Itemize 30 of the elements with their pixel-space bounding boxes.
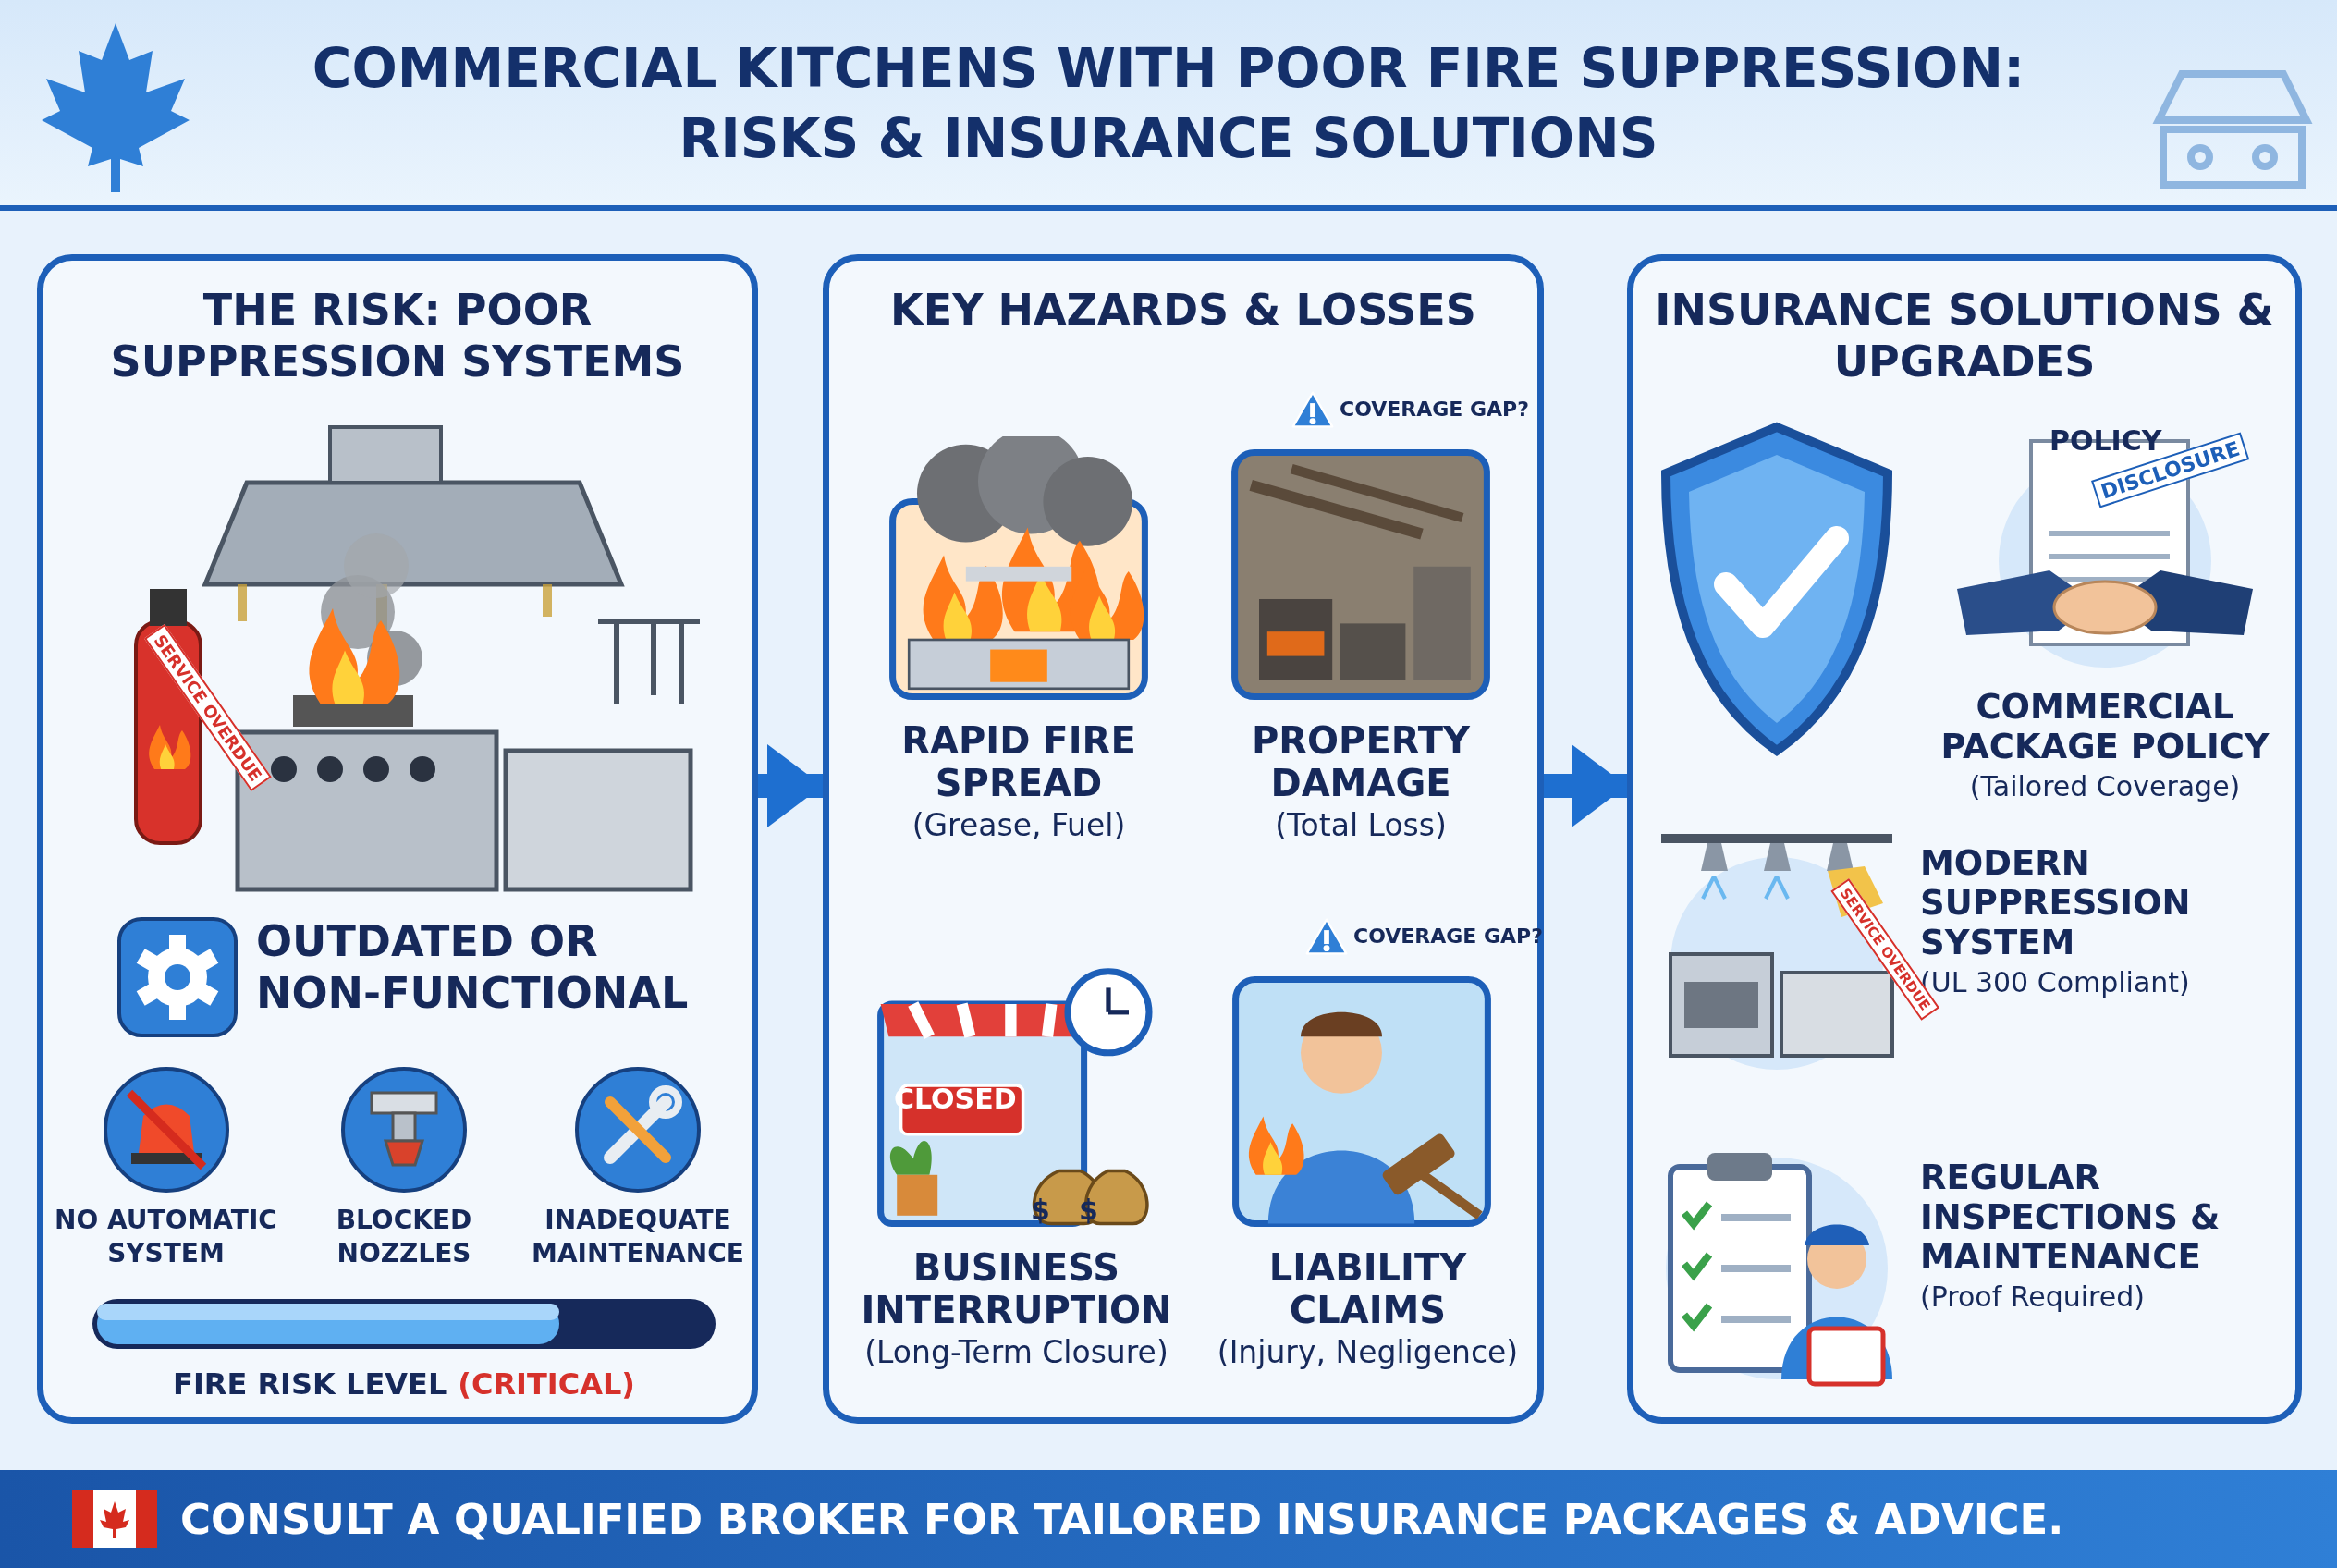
item-title: PROPERTY DAMAGE [1251, 719, 1471, 805]
meter-label: FIRE RISK LEVEL [173, 1366, 447, 1403]
item-title: INADEQUATE MAINTENANCE [531, 1204, 745, 1270]
arrow [1544, 744, 1627, 827]
item-title: BUSINESS INTERRUPTION [860, 1246, 1173, 1332]
item-subtitle: (Total Loss) [1274, 806, 1448, 846]
risk-status: (CRITICAL) [458, 1366, 635, 1403]
title: COMMERCIAL KITCHENS WITH POOR FIRE SUPPRESSION: RISKS & INSURANCE SOLUTIONS [311, 36, 2026, 172]
item-subtitle: (Tailored Coverage) [1968, 769, 2242, 804]
item-subtitle: (Grease, Fuel) [911, 806, 1127, 846]
item-title: OUTDATED OR NON-FUNCTIONAL [256, 915, 690, 1019]
item-subtitle: (Injury, Negligence) [1216, 1333, 1520, 1373]
panel [1627, 254, 2302, 1424]
money-symbol: $ [1078, 1193, 1099, 1227]
arrow [758, 744, 823, 827]
item-title: REGULAR INSPECTIONS & MAINTENANCE [1920, 1158, 2221, 1277]
panel-heading: INSURANCE SOLUTIONS & UPGRADES [1654, 284, 2275, 387]
item-title: RAPID FIRE SPREAD [900, 719, 1137, 805]
panel-heading: KEY HAZARDS & LOSSES [889, 284, 1477, 336]
item-title: COMMERCIAL PACKAGE POLICY [1939, 687, 2270, 766]
item-title: BLOCKED NOZZLES [335, 1204, 473, 1270]
panel [823, 254, 1544, 1424]
panel [37, 254, 758, 1424]
item-subtitle: (Long-Term Closure) [863, 1333, 1169, 1373]
item-title: NO AUTOMATIC SYSTEM [54, 1204, 278, 1270]
money-symbol: $ [1030, 1193, 1051, 1227]
caption: CONSULT A QUALIFIED BROKER FOR TAILORED INSURANCE PACKAGES & ADVICE. [180, 1494, 2065, 1546]
item-subtitle: (Proof Required) [1920, 1280, 2146, 1315]
item-title: LIABILITY CLAIMS [1267, 1246, 1468, 1332]
panel-heading: THE RISK: POOR SUPPRESSION SYSTEMS [109, 284, 686, 387]
